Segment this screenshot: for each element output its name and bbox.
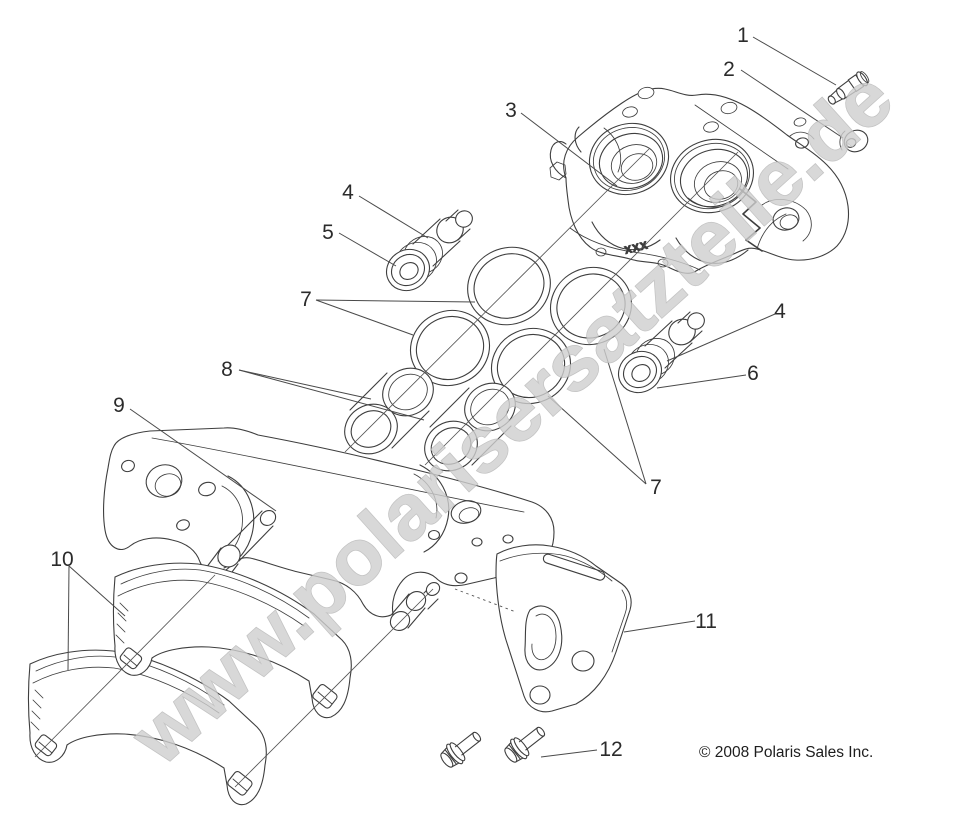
callout-piston-seal-left: 5	[322, 221, 334, 244]
leader-line-brake-pads	[67, 565, 70, 671]
caliper-guard	[495, 544, 632, 713]
watermark-text: www.polarisersatzteile.de	[114, 53, 909, 782]
leader-line-mounting-bracket	[129, 408, 277, 512]
leader-line-bore-seals-right	[603, 348, 647, 485]
leader-line-piston-seal-right	[656, 374, 747, 389]
o-ring	[549, 266, 633, 346]
leader-line-bore-seals-left	[315, 299, 476, 303]
callout-bore-seals-left: 7	[300, 288, 312, 311]
leader-line-bleeder-cap	[740, 69, 844, 139]
leader-line-bore-seals-left	[315, 299, 414, 336]
callout-bleeder-cap: 2	[723, 58, 735, 81]
dust-boot	[424, 382, 516, 472]
leader-line-dust-boots	[238, 369, 425, 421]
leader-line-piston-left	[358, 195, 429, 239]
callout-bleeder-screw: 1	[737, 24, 749, 47]
o-ring	[490, 327, 572, 405]
callout-dust-boots: 8	[221, 358, 233, 381]
callout-piston-left: 4	[342, 181, 354, 204]
o-ring	[409, 309, 491, 387]
bore-seal-rings	[409, 246, 633, 405]
callout-mounting-bracket: 9	[113, 394, 125, 417]
piston-seal-right	[617, 337, 675, 394]
mounting-bolts	[436, 720, 551, 773]
dust-boots	[344, 367, 516, 472]
caliper-bore-left	[588, 122, 670, 196]
leader-line-bleeder-screw	[752, 36, 837, 86]
leader-line-dust-boots	[238, 369, 372, 400]
leader-line-caliper-body	[520, 112, 618, 187]
callout-mounting-bolts: 12	[599, 738, 622, 761]
dust-boot	[344, 367, 434, 455]
caliper-body: XXX	[549, 86, 850, 274]
flange-bolt	[500, 720, 551, 768]
piston-seal-left	[385, 235, 443, 292]
callout-bore-seals-right: 7	[650, 476, 662, 499]
leader-line-piston-seal-left	[338, 232, 397, 267]
callout-brake-pads: 10	[50, 548, 73, 571]
bracket-stud	[389, 582, 441, 631]
leader-line-brake-pads	[68, 565, 126, 617]
leader-line-mounting-bolts	[540, 749, 598, 758]
piston-left	[385, 209, 473, 292]
assembly-axis-lines	[34, 147, 739, 788]
callout-caliper-body: 3	[505, 99, 517, 122]
callout-piston-right: 4	[774, 300, 786, 323]
copyright-text: © 2008 Polaris Sales Inc.	[699, 744, 873, 761]
callout-piston-seal-right: 6	[747, 362, 759, 385]
leader-line-piston-right	[666, 313, 776, 362]
hose-zigzag-mark	[739, 188, 763, 252]
bleeder-cap	[839, 129, 869, 153]
o-ring	[467, 246, 551, 326]
leader-line-bore-seals-right	[547, 395, 647, 485]
callout-caliper-guard: 11	[695, 610, 717, 633]
leader-line-caliper-guard	[623, 620, 696, 633]
flange-bolt	[436, 725, 487, 773]
bleeder-screw	[827, 71, 870, 105]
